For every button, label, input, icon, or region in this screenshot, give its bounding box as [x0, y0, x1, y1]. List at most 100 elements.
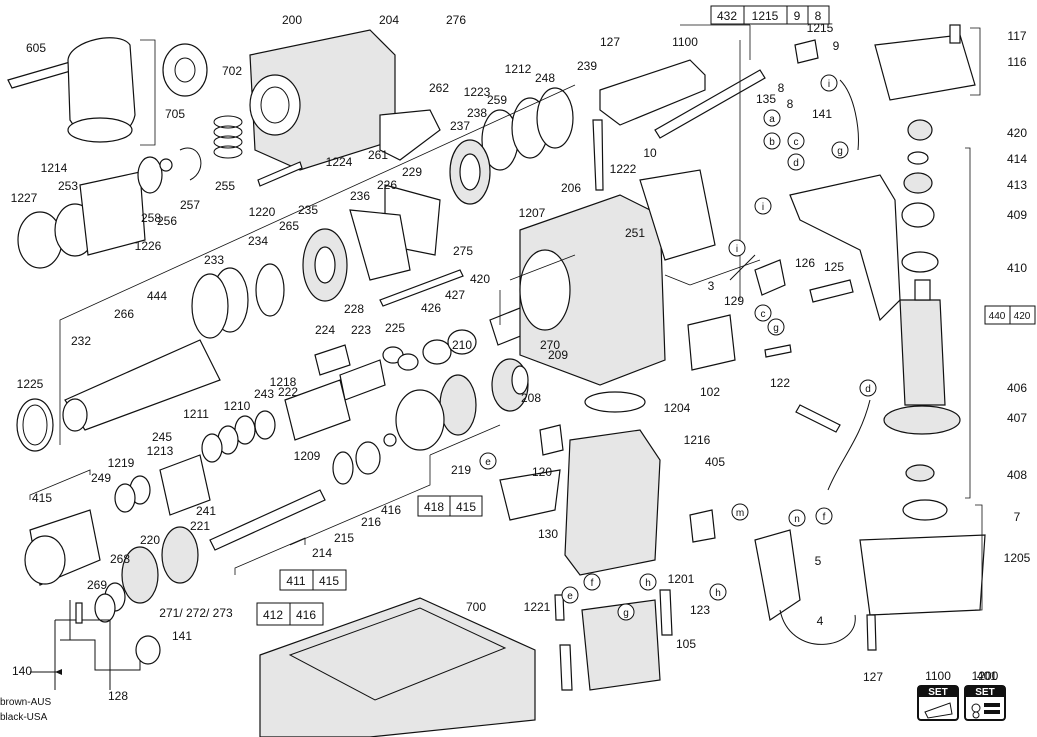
gear-226	[349, 209, 411, 281]
part-label: 225	[385, 321, 405, 335]
part-label: 700	[466, 600, 486, 614]
cap-702	[162, 43, 208, 97]
lead-128	[827, 399, 871, 491]
part-label: 120	[532, 465, 552, 479]
part-label: 270	[540, 338, 560, 352]
part-label: 407	[1007, 411, 1027, 425]
part-label: 413	[1007, 178, 1027, 192]
set-label-left: SET	[928, 687, 947, 698]
part-label: 251	[625, 226, 645, 240]
part-label: 1218	[270, 375, 297, 389]
part-label: 426	[421, 301, 441, 315]
callout-a: a	[769, 114, 775, 125]
part-label: 128	[108, 689, 128, 703]
callout-c: c	[794, 137, 799, 148]
part-label: 1211	[183, 407, 209, 421]
part-label: 253	[58, 179, 78, 193]
part-label: 410	[1007, 261, 1027, 275]
part-label: 1221	[524, 600, 551, 614]
part-label: 605	[26, 41, 46, 55]
callout-b: b	[769, 137, 775, 148]
callout-i-3: i	[736, 244, 738, 255]
kit-412-416: 416	[296, 608, 316, 622]
part-label: 1223	[464, 85, 491, 99]
callout-g: g	[837, 146, 843, 157]
part-label: 1222	[610, 162, 637, 176]
kit-418: 418	[424, 500, 444, 514]
shaft-214	[209, 489, 326, 551]
parts-layer	[7, 24, 986, 737]
set-label-right: SET	[975, 687, 994, 698]
callout-d: d	[793, 158, 799, 169]
part-label: 233	[204, 253, 224, 267]
part-label: 1220	[249, 205, 276, 219]
part-label: 702	[222, 64, 242, 78]
part-label: 258	[141, 211, 161, 225]
part-label: 1226	[135, 239, 162, 253]
kit-418-415: 415	[456, 500, 476, 514]
part-label: 102	[700, 385, 720, 399]
part-label: 221	[190, 519, 210, 533]
sleeve-1214	[79, 171, 146, 256]
kit-440: 440	[989, 311, 1006, 322]
part-label: 420	[470, 272, 490, 286]
part-label: 415	[32, 491, 52, 505]
gear-219	[439, 374, 477, 436]
part-label: 261	[368, 148, 388, 162]
part-label: 129	[724, 294, 744, 308]
part-label: 204	[379, 13, 399, 27]
set-icons: 1100 SET 1200 SET	[917, 669, 1006, 721]
part-label: 1216	[684, 433, 711, 447]
selector-237	[379, 109, 441, 161]
part-label: 234	[248, 234, 268, 248]
callout-f: f	[823, 512, 826, 523]
part-label: 126	[795, 256, 815, 270]
part-label: 268	[110, 552, 130, 566]
part-label: 7	[1014, 510, 1021, 524]
part-label: 259	[487, 93, 507, 107]
screw-1220	[257, 161, 303, 187]
callout-e: e	[485, 457, 491, 468]
bracket-130	[499, 469, 561, 521]
rod-228	[379, 269, 464, 307]
part-label: 401	[977, 669, 997, 683]
part-label: 214	[312, 546, 332, 560]
part-label: 232	[71, 334, 91, 348]
part-label: 130	[538, 527, 558, 541]
callout-e-2: e	[567, 591, 573, 602]
part-label: 1212	[505, 62, 532, 76]
part-label: 271/ 272/ 273	[159, 606, 233, 620]
part-label: 1207	[519, 206, 546, 220]
stator-105	[581, 599, 661, 691]
part-label: 1213	[147, 444, 174, 458]
part-label: 1215	[807, 21, 834, 35]
part-label: 409	[1007, 208, 1027, 222]
ring-1204	[584, 391, 646, 413]
callout-n: n	[794, 514, 800, 525]
kit-top-432: 432	[717, 9, 737, 23]
part-label: 10	[643, 146, 657, 160]
part-label: 237	[450, 119, 470, 133]
callout-c-2: c	[761, 309, 766, 320]
callout-m: m	[736, 508, 744, 519]
part-label: 224	[315, 323, 335, 337]
callout-g-3: g	[623, 608, 629, 619]
part-label: 414	[1007, 152, 1027, 166]
kit-top-1215: 1215	[752, 9, 779, 23]
ring-1225	[16, 398, 54, 452]
part-label: 127	[600, 35, 620, 49]
part-label: 269	[87, 578, 107, 592]
piston-222	[284, 379, 351, 441]
part-label: 222	[278, 385, 298, 399]
part-label: 1224	[326, 155, 353, 169]
part-label: 256	[157, 214, 177, 228]
kit-top-8: 8	[815, 9, 822, 23]
part-label: 427	[445, 288, 465, 302]
part-label: 116	[1007, 55, 1026, 69]
part-label-duplicate: 8	[787, 97, 794, 111]
callout-h-2: h	[645, 578, 651, 589]
spring-255	[213, 115, 243, 159]
